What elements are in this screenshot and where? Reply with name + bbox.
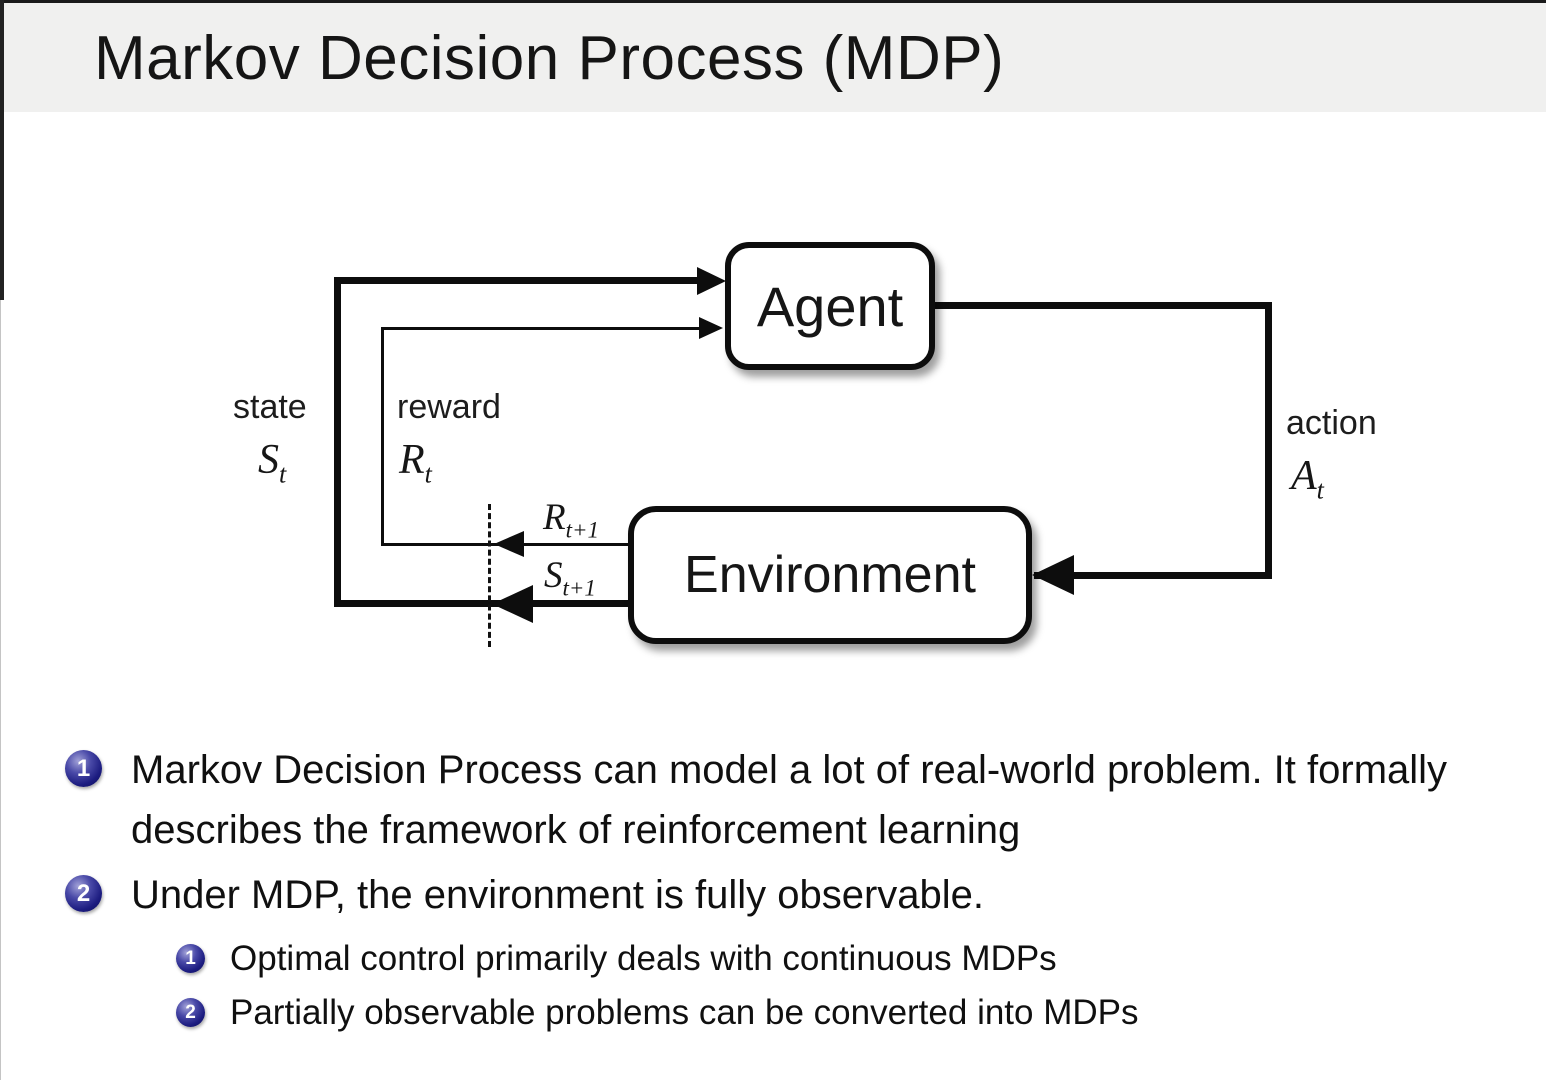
sub-bullet-item-1: 1 Optimal control primarily deals with c… [176,933,1057,985]
left-edge-line-faint [0,300,1,1080]
agent-box: Agent [725,242,935,370]
title-bar: Markov Decision Process (MDP) [0,3,1546,112]
next-reward-arrowhead-icon [494,531,524,557]
time-boundary-dashed-line [488,504,491,647]
action-line-top [935,302,1272,309]
agent-label: Agent [756,274,904,338]
bullet-number-ball: 1 [65,750,102,787]
state-symbol: St [258,437,287,489]
action-into-environment-arrowhead-icon [1032,555,1074,595]
environment-box: Environment [628,506,1032,644]
state-line-vertical [334,277,341,607]
state-line-top [334,277,700,284]
next-state-symbol: St+1 [544,555,596,601]
bullet-item-2: 2 Under MDP, the environment is fully ob… [65,865,1476,925]
sub-bullet-text: Partially observable problems can be con… [230,993,1139,1032]
next-state-arrowhead-icon [492,585,533,623]
page-title: Markov Decision Process (MDP) [94,24,1005,93]
state-label: state [233,388,307,426]
next-reward-symbol: Rt+1 [543,497,600,543]
bullet-text: Markov Decision Process can model a lot … [131,748,1448,852]
action-line-bottom [1034,572,1272,579]
top-edge-line [0,0,1546,3]
state-line-bottom [334,600,630,607]
bullet-text: Under MDP, the environment is fully obse… [131,873,985,917]
mdp-diagram: Agent Environment state St reward Rt act… [233,242,1377,647]
reward-line-top [381,327,700,330]
reward-line-vertical [381,327,384,546]
reward-into-agent-arrowhead-icon [699,317,723,339]
bullet-item-1: 1 Markov Decision Process can model a lo… [65,740,1476,860]
reward-label: reward [397,388,501,426]
sub-bullet-number-ball: 1 [176,944,205,973]
action-symbol: At [1291,453,1324,505]
sub-bullet-number-ball: 2 [176,998,205,1027]
bullet-number-ball: 2 [65,875,102,912]
sub-bullet-item-2: 2 Partially observable problems can be c… [176,987,1139,1039]
sub-bullet-text: Optimal control primarily deals with con… [230,939,1057,978]
action-line-vertical [1265,302,1272,579]
reward-symbol: Rt [399,437,432,489]
state-into-agent-arrowhead-icon [697,267,726,295]
environment-label: Environment [684,546,976,604]
left-edge-line [0,0,4,300]
action-label: action [1286,404,1377,442]
